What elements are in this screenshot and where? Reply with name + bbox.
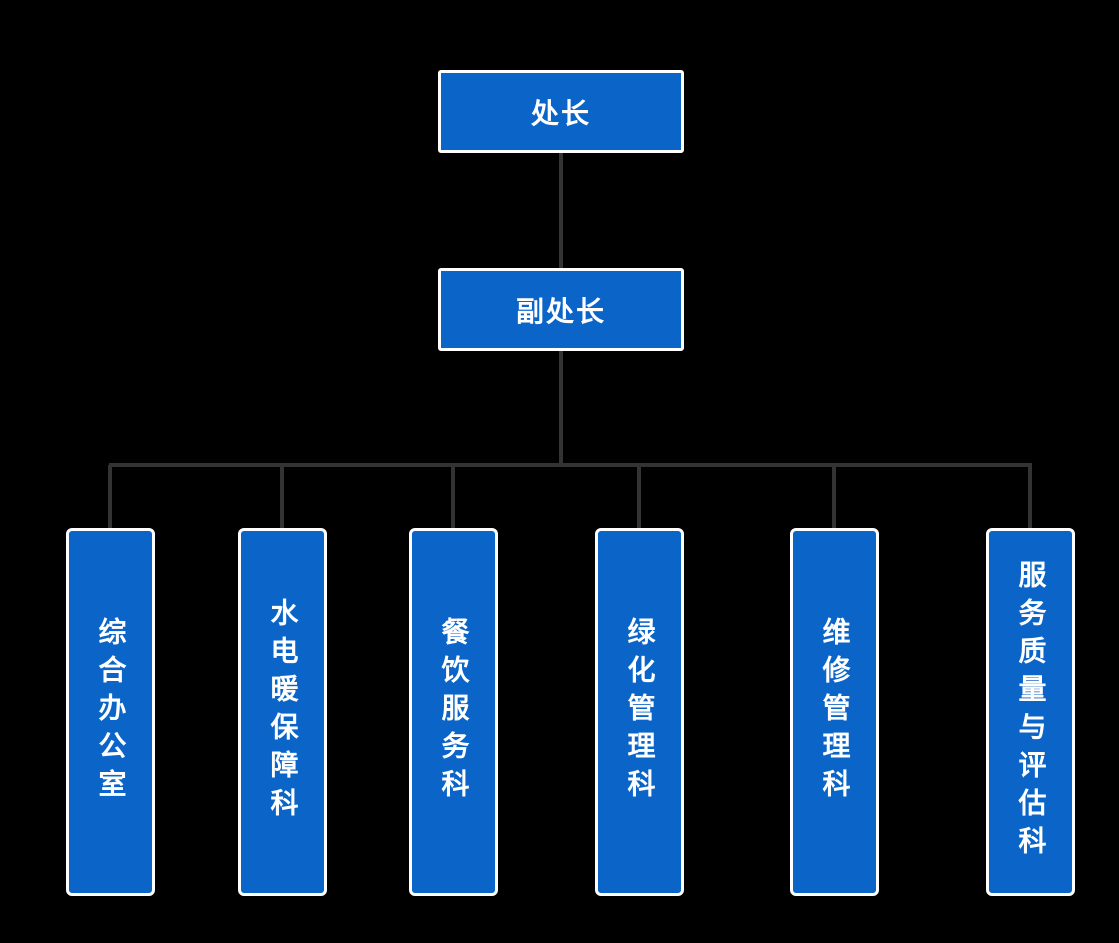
dept-node-maintenance-management: 维修管理科 xyxy=(790,528,879,896)
connector-drop-dept-3 xyxy=(451,465,455,531)
connector-drop-dept-1 xyxy=(108,465,112,531)
director-label: 处长 xyxy=(530,96,591,130)
dept-label: 水电暖保障科 xyxy=(266,598,300,826)
dept-node-greening-management: 绿化管理科 xyxy=(595,528,684,896)
dept-label: 综合办公室 xyxy=(94,617,128,807)
deputy-director-node: 副处长 xyxy=(438,268,684,351)
dept-label: 维修管理科 xyxy=(818,617,852,807)
connector-deputy-to-bus xyxy=(559,351,563,465)
connector-drop-dept-6 xyxy=(1028,465,1032,531)
dept-label: 餐饮服务科 xyxy=(437,617,471,807)
connector-drop-dept-5 xyxy=(832,465,836,531)
director-node: 处长 xyxy=(438,70,684,153)
dept-node-general-office: 综合办公室 xyxy=(66,528,155,896)
dept-label: 服务质量与评估科 xyxy=(1014,560,1048,864)
dept-label: 绿化管理科 xyxy=(623,617,657,807)
dept-node-utilities-support: 水电暖保障科 xyxy=(238,528,327,896)
dept-node-catering-service: 餐饮服务科 xyxy=(409,528,498,896)
dept-node-service-quality-evaluation: 服务质量与评估科 xyxy=(986,528,1075,896)
connector-bus-horizontal xyxy=(109,463,1032,467)
connector-drop-dept-2 xyxy=(280,465,284,531)
deputy-director-label: 副处长 xyxy=(515,294,606,328)
connector-drop-dept-4 xyxy=(637,465,641,531)
connector-director-to-deputy xyxy=(559,152,563,270)
